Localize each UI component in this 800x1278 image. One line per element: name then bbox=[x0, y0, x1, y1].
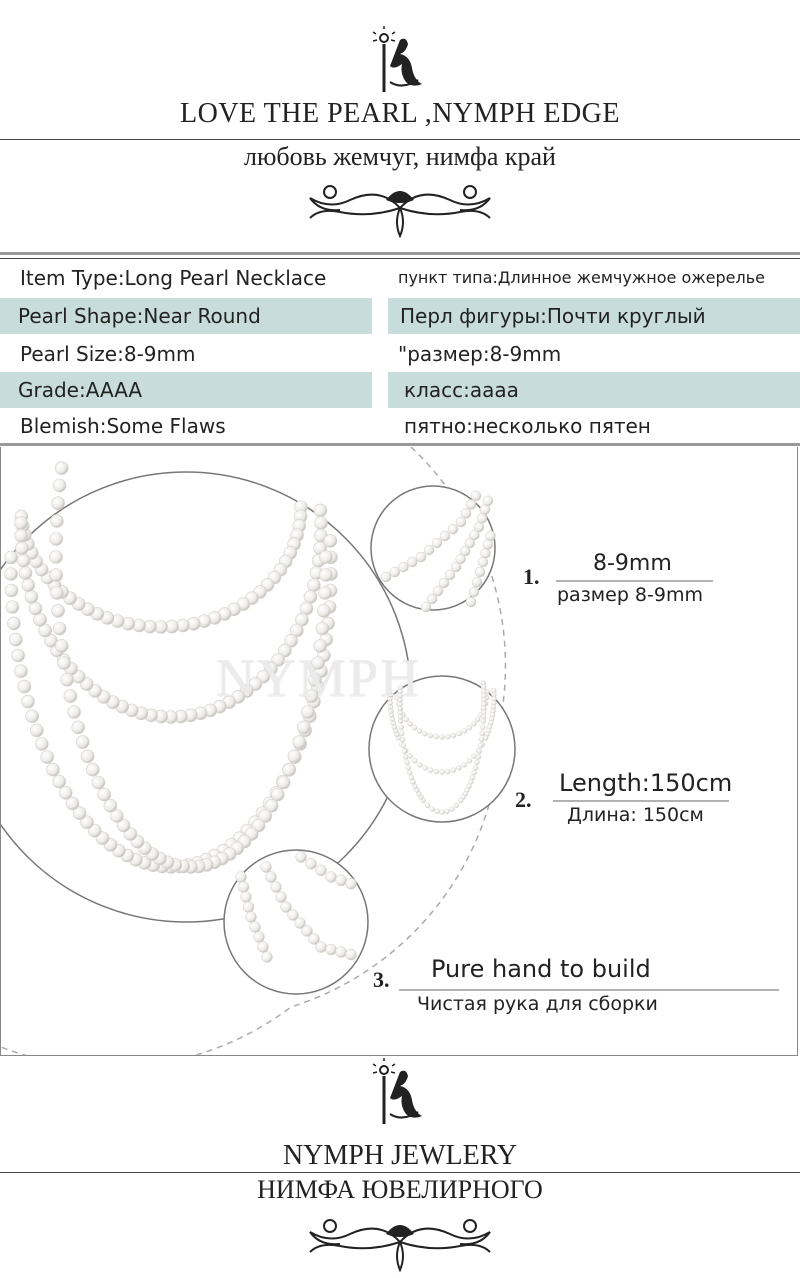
watermark: NYMPH bbox=[216, 648, 422, 708]
spec-label-en: Pearl Shape:Near Round bbox=[0, 298, 372, 334]
product-panel: NYMPH 1. 8-9mm размер 8-9mm 2. Length:15… bbox=[0, 447, 798, 1056]
brand-logo-bottom bbox=[370, 1058, 430, 1128]
footer-brand-en: NYMPH JEWLERY bbox=[282, 1140, 518, 1171]
footer-brand-ru: НИМФА ЮВЕЛИРНОГО bbox=[257, 1175, 543, 1204]
header-title-ru: любовь жемчуг, нимфа край bbox=[244, 142, 556, 171]
footer-divider bbox=[0, 1172, 800, 1173]
feature-title: 8-9mm bbox=[593, 551, 672, 576]
ornament-scroll-top bbox=[290, 178, 510, 240]
brand-logo-top bbox=[370, 26, 430, 96]
spec-row: Blemish:Some Flaws пятно:несколько пятен bbox=[0, 408, 800, 444]
spec-label-ru: пятно:несколько пятен bbox=[404, 414, 651, 438]
spec-row: Pearl Size:8-9mm "размер:8-9mm bbox=[0, 336, 800, 372]
spec-label-en: Grade:AAAA bbox=[0, 372, 372, 408]
header-title-en: LOVE THE PEARL ,NYMPH EDGE bbox=[180, 98, 620, 129]
spec-label-ru: класс:аааа bbox=[388, 372, 800, 408]
header-divider bbox=[0, 139, 800, 140]
table-top-rule bbox=[0, 252, 800, 255]
product-illustration bbox=[1, 447, 779, 1055]
feature-title: Pure hand to build bbox=[431, 955, 651, 983]
feature-subtitle: размер 8-9mm bbox=[557, 584, 703, 606]
feature-title: Length:150cm bbox=[559, 769, 733, 797]
ornament-scroll-bottom bbox=[290, 1212, 510, 1274]
spec-row: Grade:AAAA класс:аааа bbox=[0, 372, 800, 408]
feature-number: 3. bbox=[373, 967, 390, 992]
spec-label-en: Blemish:Some Flaws bbox=[20, 414, 226, 438]
spec-label-en: Pearl Size:8-9mm bbox=[20, 342, 196, 366]
spec-label-en: Item Type:Long Pearl Necklace bbox=[20, 266, 327, 290]
table-bottom-rule bbox=[0, 443, 800, 446]
spec-row: Pearl Shape:Near Round Перл фигуры:Почти… bbox=[0, 298, 800, 334]
spec-label-ru: пункт типа:Длинное жемчужное ожерелье bbox=[398, 268, 765, 287]
spec-label-ru: Перл фигуры:Почти круглый bbox=[388, 298, 800, 334]
spec-row: Item Type:Long Pearl Necklace пункт типа… bbox=[0, 260, 800, 296]
feature-number: 2. bbox=[515, 787, 532, 812]
feature-number: 1. bbox=[523, 564, 540, 589]
feature-subtitle: Чистая рука для сборки bbox=[417, 993, 658, 1015]
spec-label-ru: "размер:8-9mm bbox=[398, 342, 562, 366]
table-top-rule-2 bbox=[0, 258, 800, 259]
feature-subtitle: Длина: 150см bbox=[567, 804, 704, 826]
